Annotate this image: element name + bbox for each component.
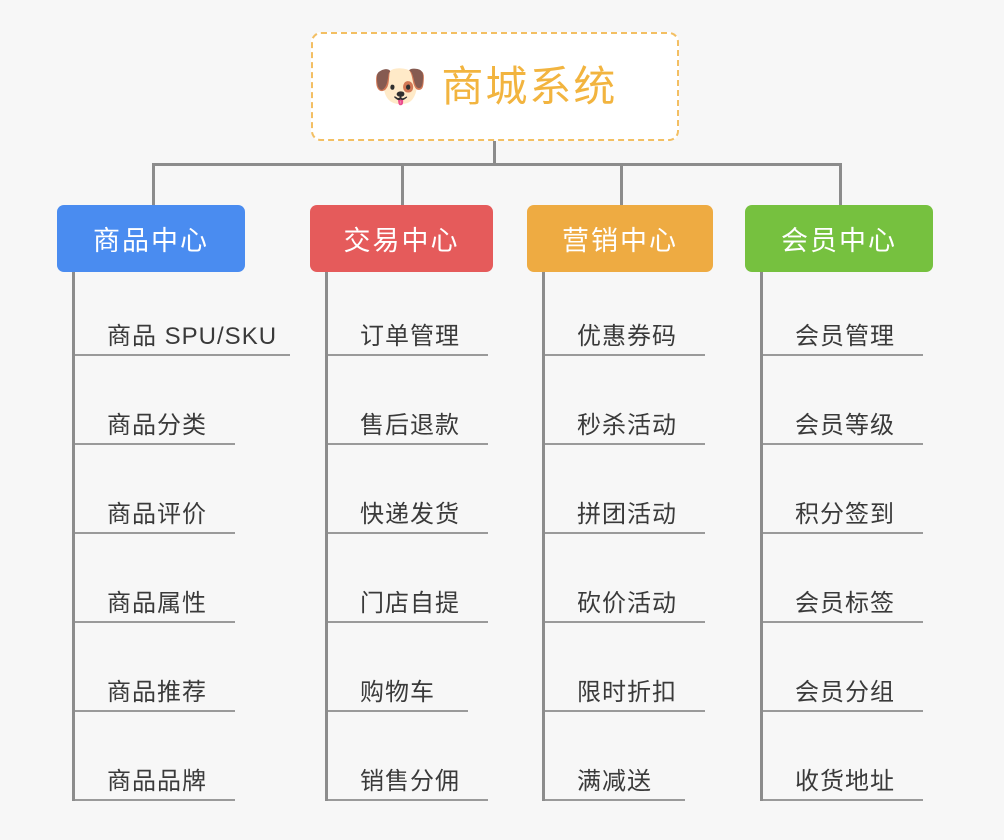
leaf-label: 会员分组 bbox=[795, 678, 895, 706]
connector-drop-4 bbox=[839, 163, 842, 205]
list-item[interactable]: 满减送 bbox=[545, 712, 685, 801]
leaf-label: 收货地址 bbox=[795, 767, 895, 795]
list-item[interactable]: 会员管理 bbox=[763, 272, 923, 356]
list-item[interactable]: 砍价活动 bbox=[545, 534, 705, 623]
leaf-label: 满减送 bbox=[577, 767, 652, 795]
category-label-2: 交易中心 bbox=[343, 226, 460, 256]
leaf-list-1: 商品 SPU/SKU 商品分类 商品评价 商品属性 商品推荐 商品品牌 bbox=[72, 272, 290, 801]
list-item[interactable]: 商品 SPU/SKU bbox=[75, 272, 290, 356]
list-item[interactable]: 拼团活动 bbox=[545, 445, 705, 534]
category-label-1: 商品中心 bbox=[93, 226, 209, 256]
category-header-1[interactable]: 商品中心 bbox=[57, 205, 245, 272]
leaf-label: 商品评价 bbox=[107, 500, 207, 528]
connector-drop-3 bbox=[620, 163, 623, 205]
leaf-label: 商品属性 bbox=[107, 589, 207, 617]
list-item[interactable]: 商品推荐 bbox=[75, 623, 235, 712]
leaf-label: 商品 SPU/SKU bbox=[107, 322, 278, 350]
connector-drop-2 bbox=[401, 163, 404, 205]
category-label-4: 会员中心 bbox=[781, 226, 897, 256]
list-item[interactable]: 订单管理 bbox=[328, 272, 488, 356]
list-item[interactable]: 售后退款 bbox=[328, 356, 488, 445]
list-item[interactable]: 商品品牌 bbox=[75, 712, 235, 801]
list-item[interactable]: 商品分类 bbox=[75, 356, 235, 445]
shiba-dog-face-icon: 🐶 bbox=[372, 61, 428, 111]
list-item[interactable]: 商品属性 bbox=[75, 534, 235, 623]
category-label-3: 营销中心 bbox=[562, 226, 678, 256]
list-item[interactable]: 会员标签 bbox=[763, 534, 923, 623]
connector-drop-1 bbox=[152, 163, 155, 205]
leaf-label: 快递发货 bbox=[360, 500, 460, 528]
leaf-label: 商品分类 bbox=[107, 411, 207, 439]
leaf-label: 砍价活动 bbox=[577, 589, 677, 617]
connector-horizontal-bus bbox=[152, 163, 841, 166]
leaf-label: 会员标签 bbox=[795, 589, 895, 617]
leaf-label: 订单管理 bbox=[360, 322, 460, 350]
list-item[interactable]: 商品评价 bbox=[75, 445, 235, 534]
list-item[interactable]: 会员等级 bbox=[763, 356, 923, 445]
category-column-2: 交易中心 订单管理 售后退款 快递发货 门店自提 购物车 销售分佣 bbox=[310, 205, 493, 801]
leaf-label: 会员等级 bbox=[795, 411, 895, 439]
list-item[interactable]: 销售分佣 bbox=[328, 712, 488, 801]
list-item[interactable]: 限时折扣 bbox=[545, 623, 705, 712]
leaf-label: 积分签到 bbox=[795, 500, 895, 528]
list-item[interactable]: 购物车 bbox=[328, 623, 468, 712]
leaf-label: 售后退款 bbox=[360, 411, 460, 439]
list-item[interactable]: 快递发货 bbox=[328, 445, 488, 534]
category-header-3[interactable]: 营销中心 bbox=[527, 205, 713, 272]
leaf-label: 限时折扣 bbox=[577, 678, 677, 706]
connector-root-stem bbox=[493, 141, 496, 164]
root-title: 商城系统 bbox=[441, 62, 618, 110]
list-item[interactable]: 积分签到 bbox=[763, 445, 923, 534]
leaf-list-4: 会员管理 会员等级 积分签到 会员标签 会员分组 收货地址 bbox=[760, 272, 933, 801]
category-column-4: 会员中心 会员管理 会员等级 积分签到 会员标签 会员分组 收货地址 bbox=[745, 205, 933, 801]
leaf-list-3: 优惠券码 秒杀活动 拼团活动 砍价活动 限时折扣 满减送 bbox=[542, 272, 713, 801]
leaf-list-2: 订单管理 售后退款 快递发货 门店自提 购物车 销售分佣 bbox=[325, 272, 493, 801]
leaf-label: 拼团活动 bbox=[577, 500, 677, 528]
category-header-4[interactable]: 会员中心 bbox=[745, 205, 933, 272]
leaf-label: 商品品牌 bbox=[107, 767, 207, 795]
list-item[interactable]: 优惠券码 bbox=[545, 272, 705, 356]
leaf-label: 秒杀活动 bbox=[577, 411, 677, 439]
leaf-label: 优惠券码 bbox=[577, 322, 677, 350]
root-node[interactable]: 🐶 商城系统 bbox=[311, 32, 679, 141]
leaf-label: 门店自提 bbox=[360, 589, 460, 617]
category-column-1: 商品中心 商品 SPU/SKU 商品分类 商品评价 商品属性 商品推荐 商品品牌 bbox=[57, 205, 290, 801]
category-column-3: 营销中心 优惠券码 秒杀活动 拼团活动 砍价活动 限时折扣 满减送 bbox=[527, 205, 713, 801]
list-item[interactable]: 收货地址 bbox=[763, 712, 923, 801]
leaf-label: 销售分佣 bbox=[360, 767, 460, 795]
category-header-2[interactable]: 交易中心 bbox=[310, 205, 493, 272]
list-item[interactable]: 会员分组 bbox=[763, 623, 923, 712]
list-item[interactable]: 秒杀活动 bbox=[545, 356, 705, 445]
leaf-label: 商品推荐 bbox=[107, 678, 207, 706]
leaf-label: 会员管理 bbox=[795, 322, 895, 350]
list-item[interactable]: 门店自提 bbox=[328, 534, 488, 623]
leaf-label: 购物车 bbox=[360, 678, 435, 706]
